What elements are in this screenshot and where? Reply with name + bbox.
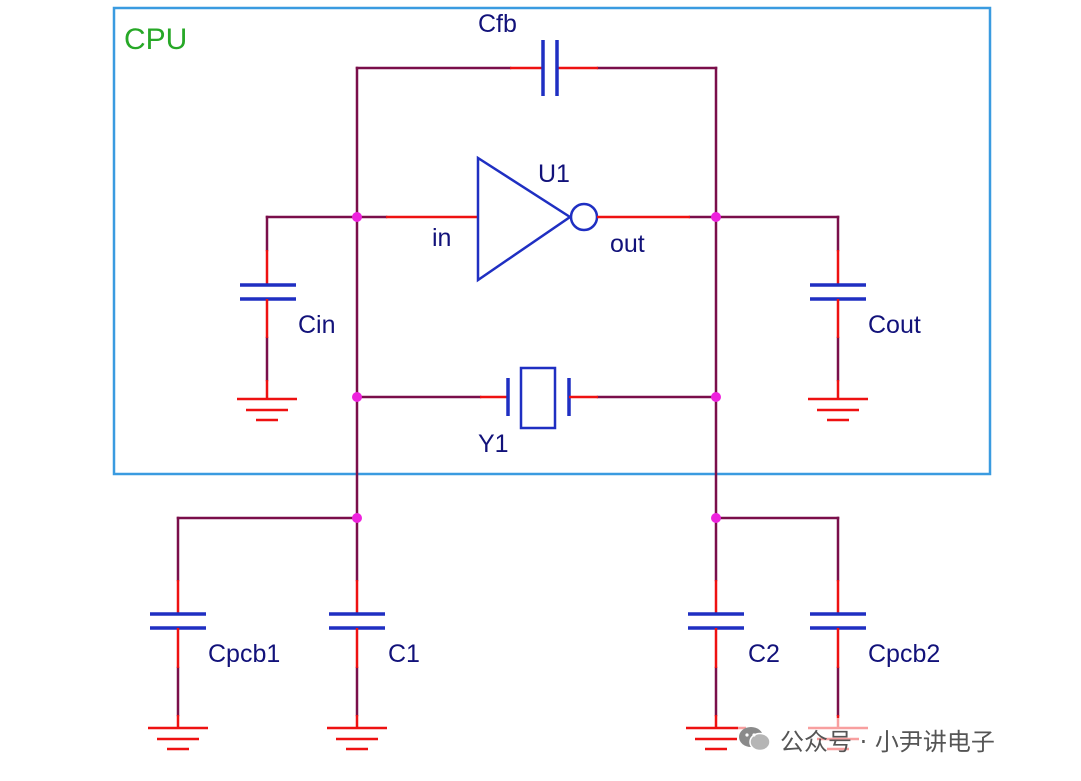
label-y1: Y1	[478, 430, 509, 458]
crystal-y1	[480, 366, 598, 430]
label-cfb: Cfb	[478, 10, 517, 38]
capacitor-cfb	[510, 40, 598, 96]
label-c2: C2	[748, 640, 780, 668]
ground-symbol-c1	[327, 715, 387, 751]
wechat-icon	[739, 727, 771, 752]
label-cpcb2: Cpcb2	[868, 640, 940, 668]
ground-symbol-cpcb1	[148, 715, 208, 751]
ground-symbol-cout	[808, 380, 868, 422]
cpu-block-label: CPU	[124, 23, 187, 56]
label-cin: Cin	[298, 311, 336, 339]
junction-dot	[352, 212, 362, 222]
capacitor-cpcb2	[810, 580, 866, 668]
cpu-block-border	[112, 6, 992, 476]
junction-dot	[711, 212, 721, 222]
label-in: in	[432, 224, 451, 252]
capacitor-c2	[688, 580, 744, 668]
capacitor-cin	[240, 250, 296, 338]
label-out: out	[610, 230, 645, 258]
junction-dot	[352, 513, 362, 523]
label-cout: Cout	[868, 311, 921, 339]
junction-dot	[711, 392, 721, 402]
label-c1: C1	[388, 640, 420, 668]
watermark-text: 公众号 · 小尹讲电子	[780, 727, 995, 756]
ground-symbol-cin	[237, 380, 297, 422]
capacitor-c1	[329, 580, 385, 668]
capacitor-cout	[810, 250, 866, 338]
watermark: 公众号 · 小尹讲电子	[738, 718, 995, 760]
inverter-u1	[386, 155, 690, 283]
junction-dot	[711, 513, 721, 523]
ground-symbol-c2	[686, 715, 746, 751]
junction-dot	[352, 392, 362, 402]
label-cpcb1: Cpcb1	[208, 640, 280, 668]
label-u1: U1	[538, 160, 570, 188]
capacitor-cpcb1	[150, 580, 206, 668]
